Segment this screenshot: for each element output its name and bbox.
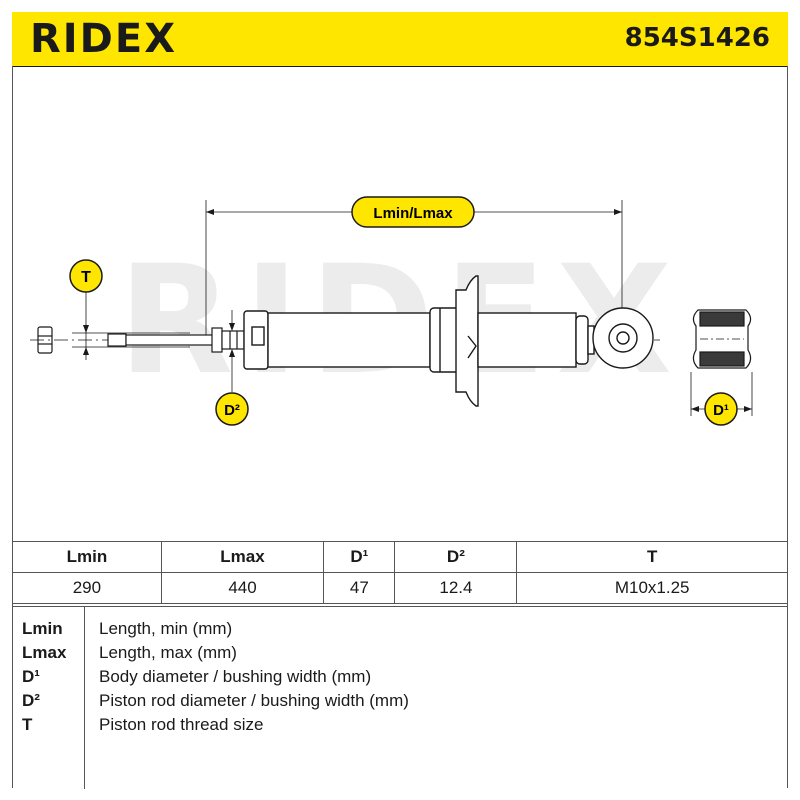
brand-logo: RIDEX — [30, 16, 178, 62]
legend-text: Body diameter / bushing width (mm) — [99, 667, 372, 686]
part-number: 854S1426 — [624, 23, 770, 53]
value-d2: 12.4 — [394, 572, 518, 604]
length-dimension: Lmin/Lmax — [205, 196, 623, 335]
legend-key: T — [22, 715, 33, 734]
value-lmax: 440 — [160, 572, 325, 604]
thread-label: T — [81, 269, 91, 286]
rod-diameter-label: D² — [224, 402, 240, 419]
bushing — [692, 309, 752, 369]
legend-item: D² Piston rod diameter / bushing width (… — [12, 691, 788, 715]
value-lmin: 290 — [12, 572, 162, 604]
piston-rod — [107, 327, 245, 353]
length-label: Lmin/Lmax — [373, 205, 453, 222]
legend-text: Length, max (mm) — [99, 643, 237, 662]
specs-header-row: Lmin Lmax D¹ D² T — [12, 541, 788, 573]
col-t: T — [516, 541, 788, 573]
header-bar: RIDEX 854S1426 — [12, 12, 788, 67]
lower-eye — [592, 307, 654, 369]
col-d2: D² — [394, 541, 518, 573]
legend-text: Length, min (mm) — [99, 619, 233, 638]
legend-text: Piston rod diameter / bushing width (mm) — [99, 691, 409, 710]
col-d1: D¹ — [323, 541, 396, 573]
thread-nut — [37, 326, 53, 354]
value-d1: 47 — [323, 572, 396, 604]
legend-item: D¹ Body diameter / bushing width (mm) — [12, 667, 788, 691]
bushing-diameter-label: D¹ — [713, 402, 729, 419]
specs-table: Lmin Lmax D¹ D² T 290 440 47 12.4 M10x1.… — [12, 541, 788, 604]
legend: Lmin Length, min (mm) Lmax Length, max (… — [12, 606, 788, 789]
content-frame — [12, 66, 788, 788]
legend-item: Lmin Length, min (mm) — [12, 619, 788, 643]
shock-body — [243, 275, 595, 407]
bushing-diameter-dimension: D¹ — [690, 372, 753, 426]
legend-text: Piston rod thread size — [99, 715, 264, 734]
value-t: M10x1.25 — [516, 572, 788, 604]
legend-key: Lmin — [22, 619, 63, 638]
legend-key: D¹ — [22, 667, 40, 686]
legend-item: T Piston rod thread size — [12, 715, 788, 739]
thread-dimension: T — [69, 259, 190, 360]
legend-divider — [84, 607, 85, 789]
col-lmax: Lmax — [160, 541, 325, 573]
col-lmin: Lmin — [12, 541, 162, 573]
shock-absorber-drawing: RIDEX Lmin/Lmax T — [30, 196, 753, 426]
legend-key: Lmax — [22, 643, 67, 662]
rod-diameter-dimension: D² — [215, 310, 249, 426]
legend-key: D² — [22, 691, 40, 710]
legend-item: Lmax Length, max (mm) — [12, 643, 788, 667]
specs-value-row: 290 440 47 12.4 M10x1.25 — [12, 572, 788, 604]
